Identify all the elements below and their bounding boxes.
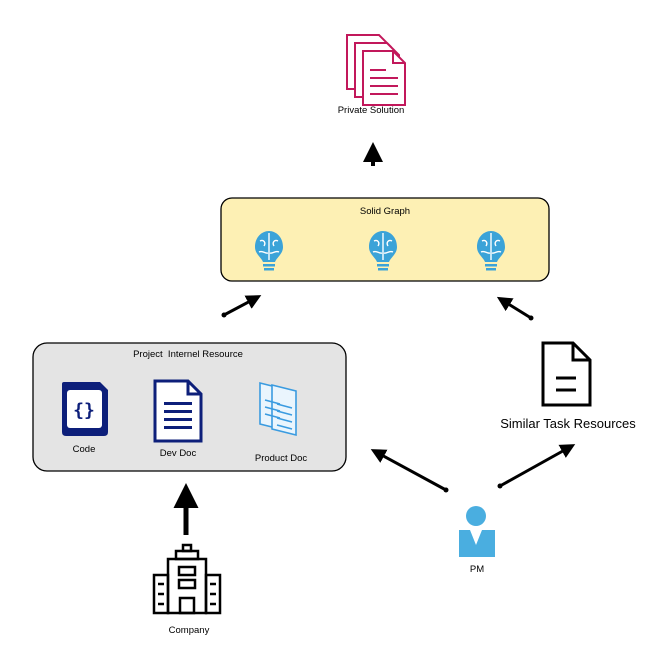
solid-graph-label: Solid Graph	[360, 206, 410, 217]
similar-task-node: Similar Task Resources	[500, 341, 636, 431]
private-solution-node: Private Solution	[338, 34, 406, 116]
documents-stack-icon	[346, 34, 406, 106]
brain-bulb-icon	[369, 231, 397, 271]
company-label: Company	[169, 625, 210, 636]
brain-bulb-icon	[255, 231, 283, 271]
dev-doc-label: Dev Doc	[160, 448, 197, 459]
pm-node: PM	[459, 506, 495, 575]
arrow-pm-to-resource	[370, 449, 449, 493]
company-node: Company	[152, 543, 222, 636]
arrow-resource-to-graph	[221, 295, 262, 318]
brain-bulb-icon	[477, 231, 505, 271]
person-icon	[459, 506, 495, 557]
code-label: Code	[73, 444, 96, 455]
project-resource-label: Project Internel Resource	[133, 349, 243, 360]
private-solution-label: Private Solution	[338, 105, 405, 116]
document-icon	[153, 379, 203, 443]
documents-icon	[259, 381, 297, 437]
project-resource-node: Project Internel Resource {} Code Dev Do…	[32, 342, 347, 472]
arrow-pm-to-similar	[497, 444, 576, 489]
arrow-similar-to-graph	[496, 296, 534, 321]
pm-label: PM	[470, 564, 484, 575]
document-outline-icon	[541, 341, 592, 407]
svg-text:{}: {}	[73, 400, 95, 421]
solid-graph-node: Solid Graph	[220, 197, 550, 282]
product-doc-label: Product Doc	[255, 453, 308, 464]
similar-task-label: Similar Task Resources	[500, 416, 636, 431]
code-file-icon: {}	[62, 382, 108, 436]
building-icon	[152, 543, 222, 615]
